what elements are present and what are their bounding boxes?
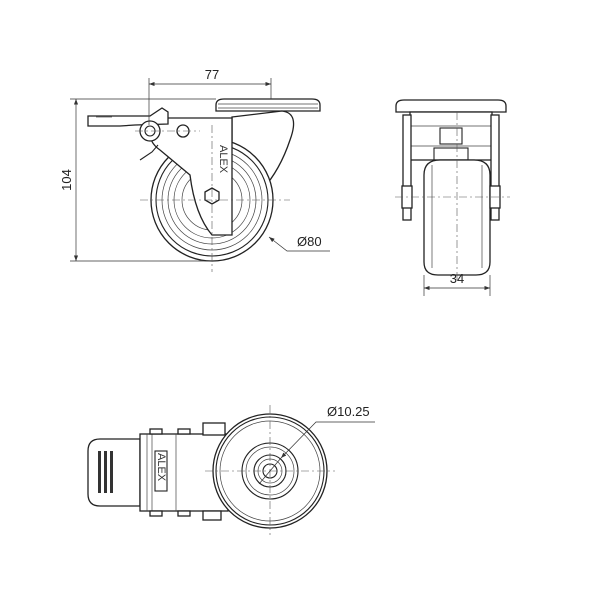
brand-logo-side: ALEX: [217, 145, 229, 174]
front-view: 34: [395, 99, 510, 296]
front-top-plate: [395, 99, 507, 113]
width-dimension-label: 77: [205, 67, 219, 82]
wheel-diameter-label: Ø80: [297, 234, 322, 249]
top-view: ALEX Ø10.25: [87, 404, 375, 535]
side-view: ALEX 77 104 Ø80: [59, 67, 330, 272]
brand-logo-top: ALEX: [155, 453, 167, 482]
height-dimension-label: 104: [59, 169, 74, 191]
bore-diameter-label: Ø10.25: [327, 404, 370, 419]
brake-pedal: [87, 438, 141, 507]
front-wheel: [423, 159, 491, 276]
top-plate: [215, 98, 321, 112]
wheel-width-label: 34: [450, 271, 464, 286]
